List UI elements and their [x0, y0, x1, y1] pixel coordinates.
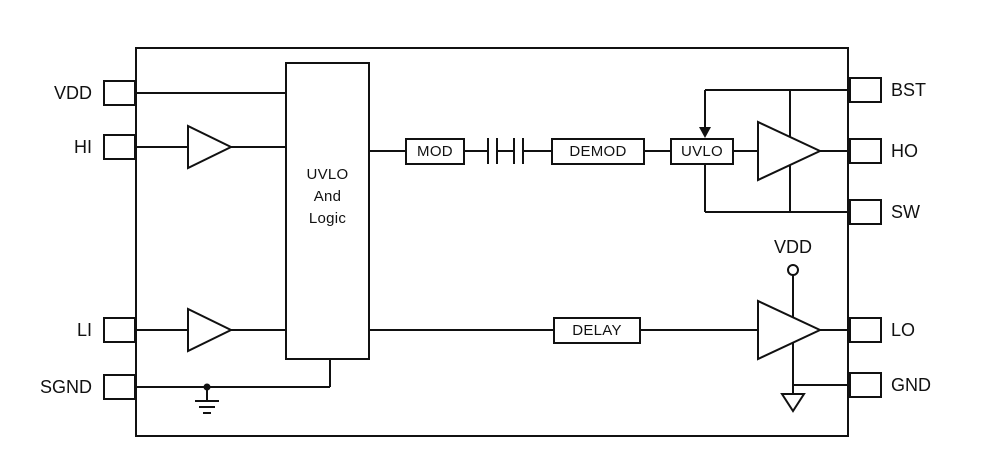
pin-label-hi: HI	[74, 137, 92, 157]
ic-boundary	[135, 47, 849, 437]
ho-driver-icon	[757, 120, 823, 182]
pin-ho	[849, 138, 882, 164]
gnd-symbol-icon	[780, 393, 806, 413]
hi-buffer-icon	[187, 124, 234, 170]
block-uvlo-and-logic: UVLO And Logic	[285, 62, 370, 360]
pin-label-sgnd: SGND	[39, 377, 92, 397]
block-uvlo-and-logic-line1: UVLO	[306, 166, 349, 184]
pin-vdd	[103, 80, 136, 106]
isolation-capacitor-2-icon	[513, 138, 524, 164]
pin-li	[103, 317, 136, 343]
block-uvlo-and-logic-line3: Logic	[308, 209, 347, 227]
li-buffer-icon	[187, 307, 234, 353]
isolation-capacitor-1-icon	[487, 138, 498, 164]
lo-driver-icon	[757, 299, 823, 361]
pin-gnd	[849, 372, 882, 398]
pin-sw	[849, 199, 882, 225]
block-demod: DEMOD	[551, 138, 645, 165]
junction-dot	[203, 383, 211, 391]
block-uvlo-and-logic-line2: And	[313, 188, 342, 206]
pin-lo	[849, 317, 882, 343]
pin-hi	[103, 134, 136, 160]
pin-label-gnd: GND	[891, 375, 931, 395]
block-mod: MOD	[405, 138, 465, 165]
block-delay: DELAY	[553, 317, 641, 344]
pin-label-bst: BST	[891, 80, 927, 100]
pin-label-li: LI	[76, 320, 92, 340]
bst-arrowhead-icon	[699, 127, 711, 138]
pin-bst	[849, 77, 882, 103]
label-vdd-supply: VDD	[773, 237, 812, 257]
pin-label-lo: LO	[891, 320, 916, 340]
block-uvlo: UVLO	[670, 138, 734, 165]
pin-sgnd	[103, 374, 136, 400]
pin-label-sw: SW	[891, 202, 920, 222]
vdd-terminal-circle	[787, 264, 799, 276]
earth-ground-icon	[195, 400, 219, 414]
pin-label-vdd: VDD	[53, 83, 92, 103]
pin-label-ho: HO	[891, 141, 918, 161]
